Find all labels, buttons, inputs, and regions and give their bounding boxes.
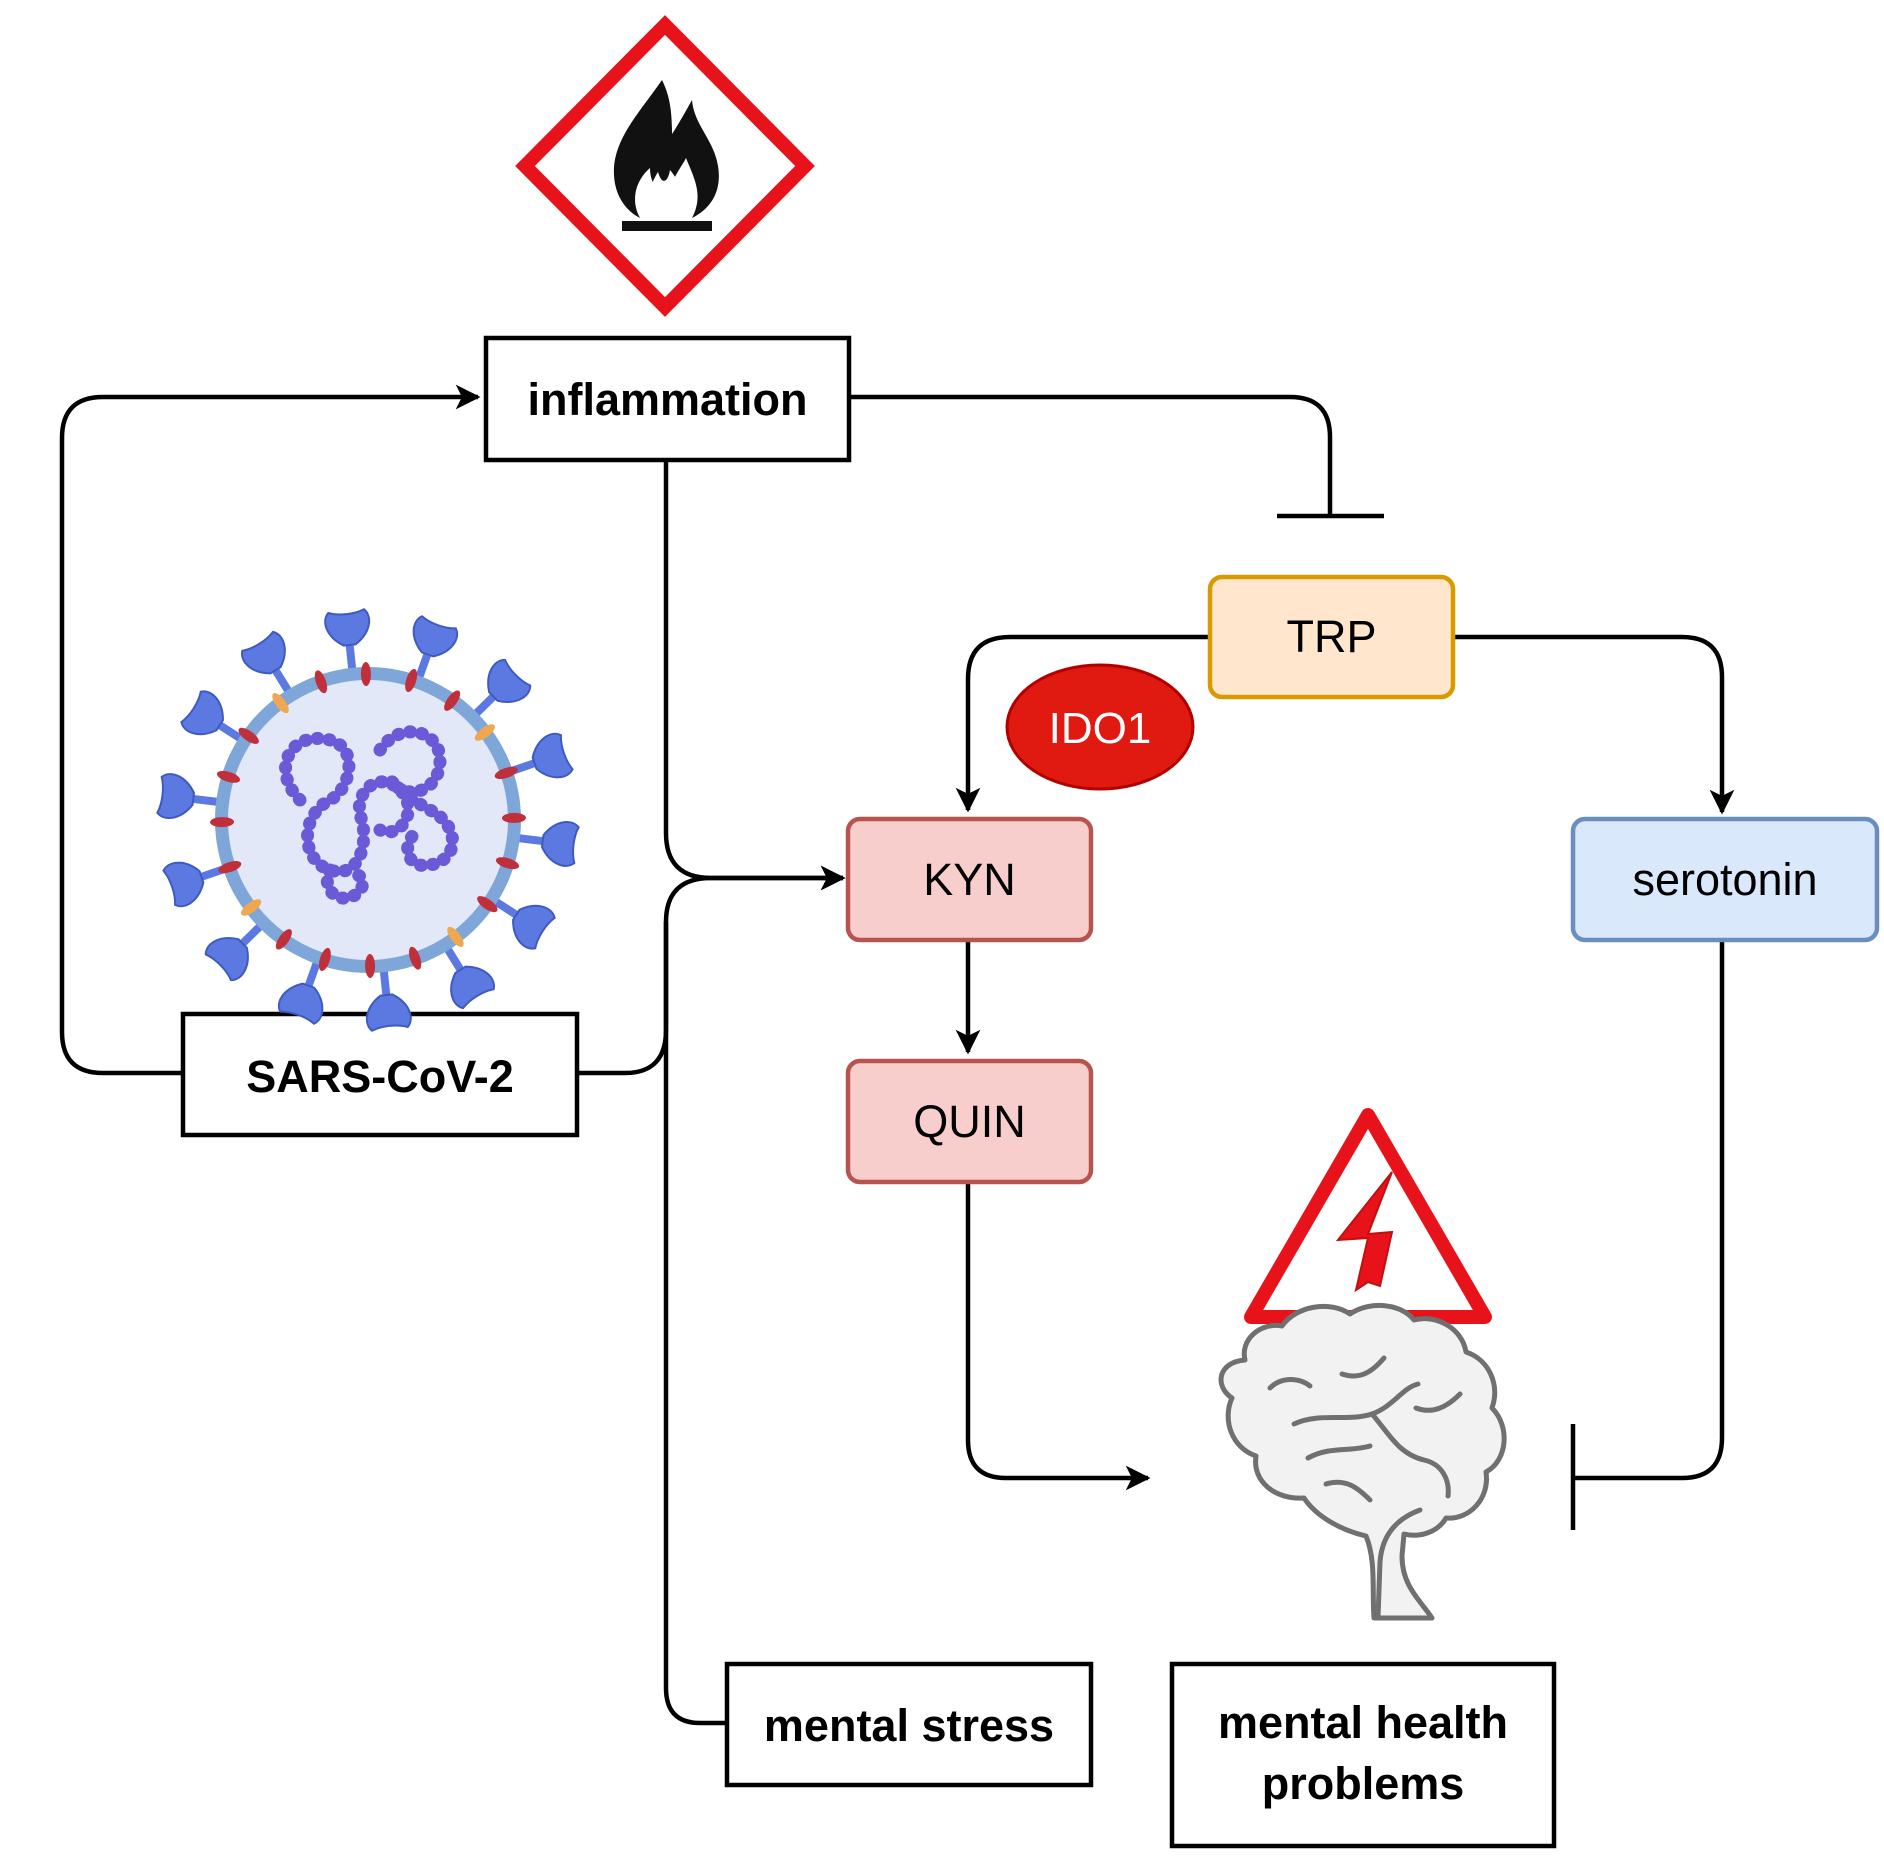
- edge-inflammation-inhibits-trp: [849, 394, 1333, 515]
- virus-membrane-protein: [314, 670, 328, 694]
- virus-membrane-protein: [210, 817, 235, 828]
- node-mental-health-problems[interactable]: mental health problems: [1169, 1661, 1557, 1849]
- quin-label: QUIN: [913, 1096, 1026, 1147]
- coronavirus-icon: [156, 608, 580, 1032]
- node-quin[interactable]: QUIN: [845, 1058, 1094, 1185]
- virus-membrane-protein: [272, 693, 289, 714]
- mental-health-label-line1: mental health: [1218, 1697, 1508, 1748]
- virus-spike: [156, 773, 230, 820]
- virus-membrane-protein: [474, 724, 495, 741]
- mental-health-label-line2: problems: [1262, 1758, 1465, 1809]
- edge-stress-to-kyn: [663, 922, 725, 1726]
- virus-membrane-protein: [216, 770, 241, 783]
- edge-inflammation-to-kyn: [663, 460, 846, 891]
- serotonin-label: serotonin: [1632, 854, 1817, 905]
- virus-membrane-protein: [405, 668, 418, 693]
- virus-membrane-protein: [238, 727, 259, 744]
- virus-membrane-protein: [408, 946, 422, 970]
- node-trp[interactable]: TRP: [1207, 574, 1456, 700]
- node-kyn[interactable]: KYN: [845, 816, 1094, 943]
- virus-membrane-protein: [501, 812, 526, 823]
- node-ido1[interactable]: IDO1: [1005, 663, 1195, 791]
- node-mental-stress[interactable]: mental stress: [724, 1661, 1094, 1788]
- brain-icon: [1218, 1302, 1507, 1621]
- virus-membrane-protein: [447, 926, 464, 947]
- virus-membrane-protein: [444, 690, 461, 711]
- edge-trp-to-serotonin: [1453, 634, 1735, 815]
- kyn-label: KYN: [923, 854, 1016, 905]
- virus-membrane-protein: [360, 662, 371, 687]
- trp-label: TRP: [1287, 611, 1377, 662]
- virus-membrane-protein: [494, 766, 518, 780]
- virus-membrane-protein: [495, 857, 520, 870]
- virus-membrane-protein: [218, 860, 242, 874]
- node-serotonin[interactable]: serotonin: [1570, 816, 1880, 943]
- virus-membrane-protein: [241, 899, 262, 916]
- high-voltage-warning-icon: [1244, 1108, 1492, 1324]
- virus-membrane-protein: [365, 953, 376, 978]
- edge-serotonin-inhibits-brain: [1575, 940, 1725, 1481]
- node-sars-cov-2[interactable]: SARS-CoV-2: [180, 1011, 580, 1138]
- ido1-label: IDO1: [1049, 704, 1152, 753]
- node-inflammation[interactable]: inflammation: [483, 335, 852, 463]
- mental-stress-label: mental stress: [764, 1700, 1054, 1751]
- sars-cov-2-label: SARS-CoV-2: [246, 1051, 514, 1102]
- edge-quin-to-brain: [965, 1182, 1151, 1491]
- virus-membrane-protein: [318, 947, 331, 972]
- edge-sars-to-kyn: [577, 865, 846, 1076]
- flammable-hazard-icon: [515, 15, 815, 317]
- virus-membrane-protein: [275, 929, 292, 950]
- inflammation-label: inflammation: [527, 374, 807, 425]
- edge-sars-to-inflammation: [59, 384, 481, 1076]
- edge-trp-to-kyn: [955, 634, 1208, 813]
- virus-membrane-protein: [477, 896, 498, 913]
